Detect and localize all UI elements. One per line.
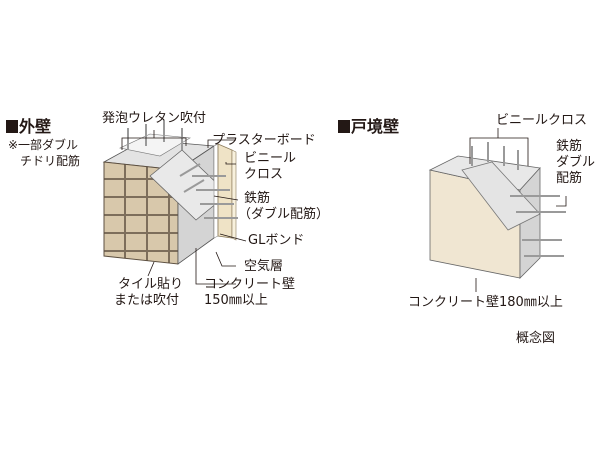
heading-square-icon [338,120,350,133]
label-party-rebar-line1: 鉄筋 [556,139,583,154]
label-gl-bond: GLボンド [248,233,305,248]
label-party-concrete: コンクリート壁180㎜以上 [408,295,563,310]
footnote-concept-diagram: 概念図 [516,331,556,346]
label-vinyl-cloth-line2: クロス [244,167,284,182]
label-rebar-line1: 鉄筋 [244,191,271,206]
party-leader-lines [469,128,567,292]
exterior-wall-title: 外壁 [6,118,51,136]
exterior-note-line2: チドリ配筋 [20,154,81,168]
exterior-rebars [127,120,238,219]
label-rebar-line2: （ダブル配筋） [238,207,330,222]
label-tile-line2: または吹付 [114,293,180,308]
label-concrete-line2: 150㎜以上 [204,293,268,308]
label-tile-line1: タイル貼り [118,277,184,292]
vinyl-cloth-layer [231,149,237,241]
exterior-leader-lines [121,130,247,285]
party-rebars [471,142,566,257]
label-vinyl-cloth-line1: ビニール [244,151,297,166]
label-party-rebar-line2: ダブル [556,155,596,170]
label-concrete-line1: コンクリート壁 [204,277,296,292]
label-party-vinyl-cloth: ビニールクロス [496,113,588,128]
heading-square-icon [6,120,18,133]
label-air-layer: 空気層 [244,259,284,274]
label-plaster-board: プラスターボード [212,133,316,148]
exterior-note-line1: ※一部ダブル [8,138,79,152]
label-urethane-foam: 発泡ウレタン吹付 [102,111,207,126]
party-wall-title: 戸境壁 [338,118,399,136]
exterior-wall-illustration [102,120,238,265]
label-party-rebar-line3: 配筋 [556,171,583,186]
urethane-foam-layer [119,133,191,157]
party-wall-illustration [428,142,566,279]
